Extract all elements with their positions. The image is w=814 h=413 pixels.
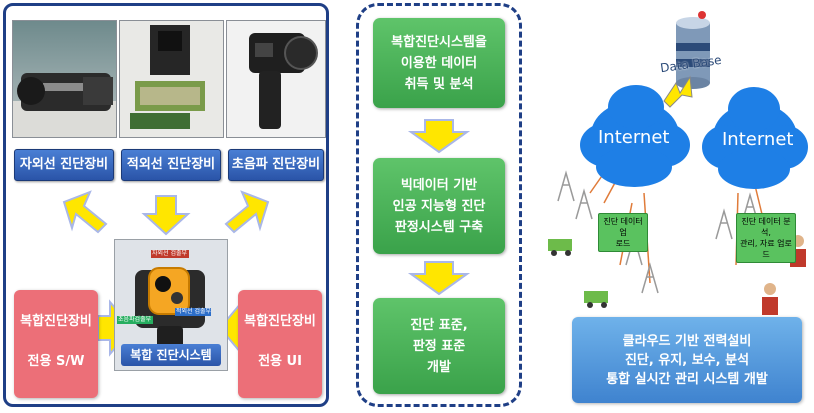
- arrow-down-icon: [407, 261, 471, 296]
- upload-data-right: 진단 데이터 분석, 관리, 자료 업로드: [736, 213, 796, 263]
- cloud-system-line3: 통합 실시간 관리 시스템 개발: [606, 371, 768, 387]
- arrow-up-right-icon: [663, 75, 693, 108]
- ultrasonic-equipment-label: 초음파 진단장비: [228, 149, 324, 181]
- callout-bar-1: [151, 250, 189, 258]
- ir-equipment-label: 적외선 진단장비: [121, 149, 221, 181]
- arrow-down-right-icon: [224, 190, 270, 234]
- ui-box-line2: 전용 UI: [258, 354, 302, 369]
- arrow-down-left-icon: [62, 190, 108, 234]
- arrow-down-icon: [141, 195, 191, 236]
- software-box: 복합진단장비 전용 S/W: [14, 290, 98, 398]
- uv-equipment-label: 자외선 진단장비: [14, 149, 114, 181]
- software-box-line1: 복합진단장비: [20, 314, 92, 329]
- upload-left-line2: 로드: [615, 239, 631, 248]
- upload-data-left: 진단 데이터 업 로드: [598, 213, 648, 252]
- composite-system-label: 복합 진단시스템: [121, 344, 221, 366]
- cloud-left-icon: [580, 85, 690, 187]
- step-3-line2: 판정 표준: [412, 338, 466, 354]
- cloud-system-box: 클라우드 기반 전력설비 진단, 유지, 보수, 분석 통합 실시간 관리 시스…: [572, 317, 802, 403]
- ui-box-line1: 복합진단장비: [244, 314, 316, 329]
- step-2-box: 빅데이터 기반 인공 지능형 진단 판정시스템 구축: [373, 158, 505, 254]
- step-1-line3: 취득 및 분석: [404, 76, 474, 92]
- step-3-line3: 개발: [427, 359, 451, 375]
- ultrasonic-device-photo: [226, 20, 326, 138]
- equipment-panel: 자외선 진단장비 적외선 진단장비 초음파 진단장비 복합진단장비 전용 S/W…: [3, 3, 329, 407]
- cloud-system-line2: 진단, 유지, 보수, 분석: [624, 352, 750, 368]
- step-3-line1: 진단 표준,: [410, 317, 468, 333]
- uv-device-photo: [12, 20, 117, 138]
- step-1-box: 복합진단시스템을 이용한 데이터 취득 및 분석: [373, 18, 505, 108]
- step-2-line3: 판정시스템 구축: [394, 219, 484, 235]
- cloud-network-diagram: [548, 11, 808, 315]
- step-1-line1: 복합진단시스템을: [391, 34, 487, 50]
- software-box-line2: 전용 S/W: [27, 354, 85, 369]
- cloud-left-label: Internet: [598, 127, 670, 148]
- ir-device-image: [130, 25, 205, 129]
- step-3-box: 진단 표준, 판정 표준 개발: [373, 298, 505, 394]
- step-arrows: [407, 119, 471, 296]
- pylon-icons: [557, 170, 759, 294]
- upload-left-line1: 진단 데이터 업: [603, 217, 643, 237]
- upload-right-line1: 진단 데이터 분석,: [741, 217, 791, 237]
- process-panel: 복합진단시스템을 이용한 데이터 취득 및 분석 빅데이터 기반 인공 지능형 …: [356, 3, 522, 407]
- callout-uv: 자외선 검출부: [152, 250, 188, 257]
- callout-ultrasonic: 초음파검출부: [118, 316, 152, 323]
- arrow-down-icon: [407, 119, 471, 154]
- truck-icon: [548, 239, 608, 308]
- step-2-line2: 인공 지능형 진단: [392, 198, 486, 214]
- composite-device-photo: 자외선 검출부 초음파검출부 적외선 검출부 복합 진단시스템: [114, 239, 228, 371]
- ultrasonic-device-image: [249, 33, 318, 129]
- ui-box: 복합진단장비 전용 UI: [238, 290, 322, 398]
- cloud-right-label: Internet: [722, 129, 794, 150]
- upload-right-line2: 관리, 자료 업로드: [740, 239, 792, 259]
- callout-ir: 적외선 검출부: [176, 308, 212, 315]
- step-1-line2: 이용한 데이터: [400, 55, 478, 71]
- database-icon: [676, 11, 710, 89]
- callout-bar-2: [117, 316, 153, 324]
- ir-device-photo: [119, 20, 224, 138]
- cloud-panel: Data Base Internet Internet 진단 데이터 업 로드 …: [540, 3, 814, 410]
- cloud-right-icon: [702, 87, 808, 189]
- step-2-line1: 빅데이터 기반: [400, 177, 478, 193]
- callout-bar-3: [175, 308, 211, 316]
- cloud-system-line1: 클라우드 기반 전력설비: [622, 333, 752, 349]
- uv-device-image: [13, 73, 116, 137]
